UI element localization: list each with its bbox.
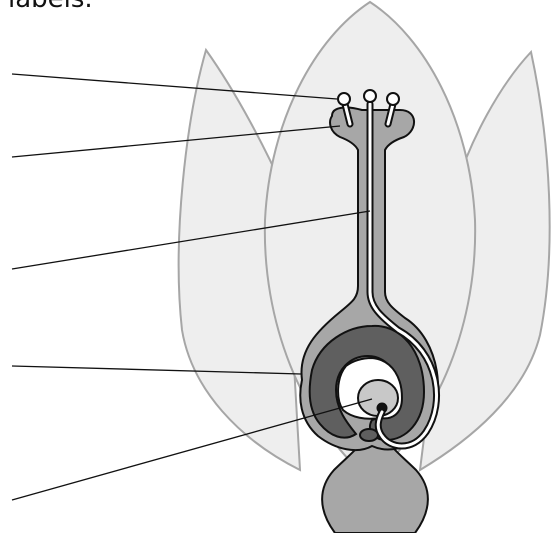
pollen-grain-left xyxy=(338,93,350,105)
pollen-grain-right xyxy=(387,93,399,105)
pollen-grain-middle xyxy=(364,90,376,102)
micropyle-blob xyxy=(360,429,378,441)
leader-line-ovule xyxy=(12,399,372,500)
leader-line-pollen-grains xyxy=(12,74,337,99)
